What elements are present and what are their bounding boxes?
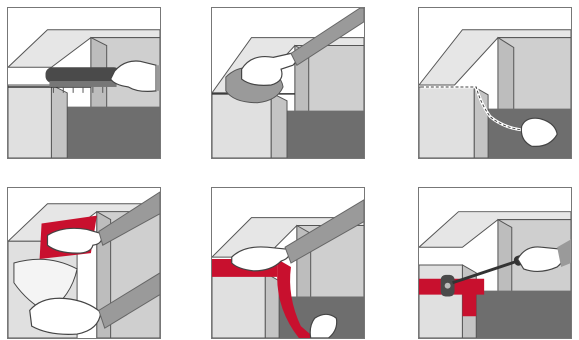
tape-corner-illustration xyxy=(212,188,364,338)
step-2-cloth-panel xyxy=(211,7,365,159)
step-6-roller-panel xyxy=(418,187,572,339)
roller-illustration xyxy=(419,188,571,338)
tape-application-illustration xyxy=(8,188,160,338)
cord-illustration xyxy=(419,8,571,158)
brushing-illustration xyxy=(8,8,160,158)
wiping-illustration xyxy=(212,8,364,158)
step-5-tape-panel xyxy=(211,187,365,339)
step-3-cord-panel xyxy=(418,7,572,159)
step-1-brush-panel xyxy=(7,7,161,159)
step-4-tape-panel xyxy=(7,187,161,339)
sealing-tape xyxy=(462,279,476,317)
